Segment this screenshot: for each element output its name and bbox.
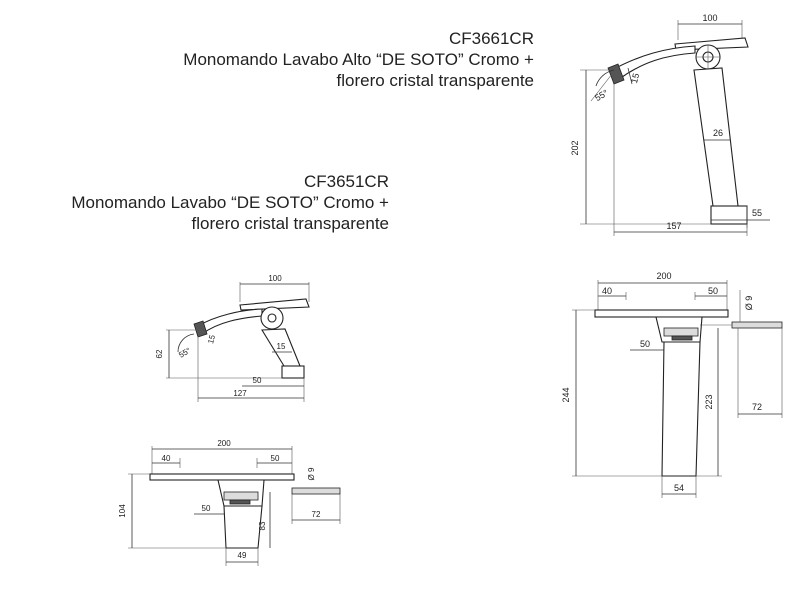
- product-code: CF3661CR: [448, 29, 534, 48]
- short-front-view: 200 40 50 Ø 9 50 104 83 72: [118, 439, 341, 566]
- dim-label: 55°: [177, 346, 192, 360]
- dim-label: 50: [708, 286, 718, 296]
- dim-label: 83: [258, 521, 267, 530]
- dim-label: 72: [312, 510, 321, 519]
- dim-label: 50: [253, 376, 262, 385]
- product-caption-tall: CF3661CR Monomando Lavabo Alto “DE SOTO”…: [114, 28, 534, 91]
- dim-label: 100: [702, 13, 717, 23]
- dim-label: 72: [752, 402, 762, 412]
- dim-label: 50: [640, 339, 650, 349]
- dim-label: 50: [202, 504, 211, 513]
- dim-label: 104: [118, 504, 127, 518]
- dim-label: 15: [277, 342, 286, 351]
- dim-label: 15: [206, 333, 217, 344]
- dim-label: 200: [217, 439, 231, 448]
- product-code: CF3651CR: [303, 172, 389, 191]
- short-side-view: 100 55° 15 62 15 50 127: [155, 274, 310, 402]
- dim-label: 244: [561, 387, 571, 402]
- dim-label: 100: [268, 274, 282, 283]
- dim-label: 50: [271, 454, 280, 463]
- dim-label: 200: [656, 271, 671, 281]
- product-description: Monomando Lavabo “DE SOTO” Cromo + flore…: [71, 193, 389, 233]
- dim-label: 55°: [593, 87, 610, 103]
- dim-label: 157: [666, 221, 681, 231]
- dim-label: 202: [570, 140, 580, 155]
- dim-label: Ø 9: [744, 296, 754, 311]
- dim-label: 223: [704, 394, 714, 409]
- product-caption-short: CF3651CR Monomando Lavabo “DE SOTO” Crom…: [0, 171, 389, 234]
- dim-label: Ø 9: [307, 467, 316, 480]
- dim-label: 49: [238, 551, 247, 560]
- dim-label: 26: [713, 128, 723, 138]
- product-description: Monomando Lavabo Alto “DE SOTO” Cromo + …: [183, 50, 534, 90]
- tall-side-view: 100 55° 15 202 26 55: [570, 13, 770, 236]
- dim-label: 127: [233, 389, 247, 398]
- dim-label: 40: [162, 454, 171, 463]
- dim-label: 54: [674, 483, 684, 493]
- dim-label: 62: [155, 349, 164, 358]
- dim-label: 40: [602, 286, 612, 296]
- dim-label: 55: [752, 208, 762, 218]
- dim-label: 15: [629, 72, 641, 84]
- tall-front-view: 200 40 50 Ø 9 50 244 223: [561, 271, 783, 498]
